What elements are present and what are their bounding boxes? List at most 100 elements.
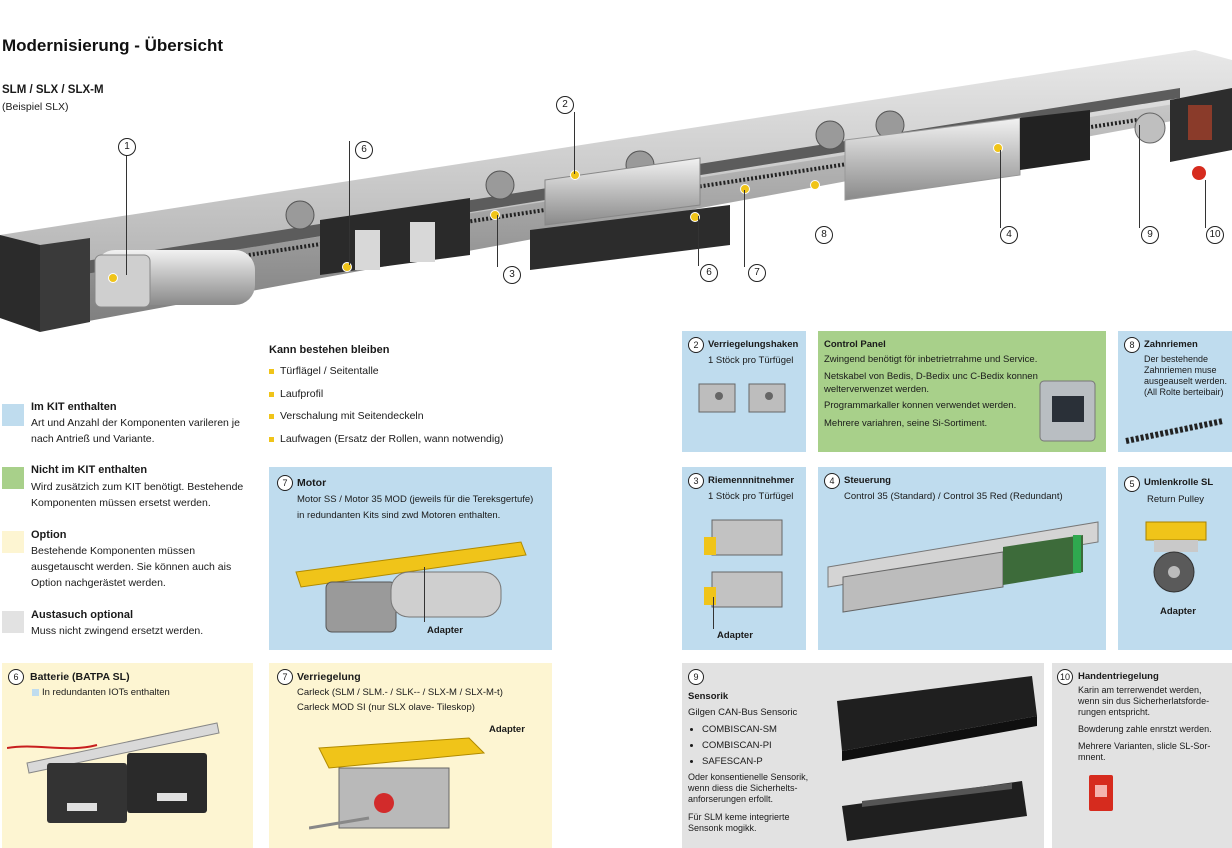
sensor-list-item: COMBISCAN-PI: [702, 738, 777, 754]
callout-10: 10: [1206, 226, 1224, 244]
marker-1: [108, 273, 118, 283]
panel-text-line: Bowderung zahle enrstzt werden.: [1078, 724, 1212, 734]
adapter-label: Adapter: [717, 630, 753, 641]
panel-text-line: Oder konsentienelle Sensorik,: [688, 772, 809, 782]
remain-item: Laufprofil: [269, 388, 323, 400]
panel-title: Riemennnitnehmer: [708, 475, 795, 486]
marker-6b: [690, 212, 700, 222]
panel-text-line: ausgeauselt werden.: [1144, 376, 1228, 386]
model-note: (Beispiel SLX): [2, 101, 69, 113]
sensor-list: COMBISCAN-SM COMBISCAN-PI SAFESCAN-P: [688, 722, 777, 770]
legend-title-optional: Austasuch optional: [31, 609, 134, 621]
sensor-list-item: SAFESCAN-P: [702, 754, 777, 770]
panel-title: Control Panel: [824, 339, 886, 350]
panel-text-line: Sensonk mogikk.: [688, 823, 757, 833]
panel-control-unit: 4 Steuerung Control 35 (Standard) / Cont…: [818, 467, 1106, 650]
belt-carrier-image: [704, 519, 783, 608]
callout-6a: 6: [355, 141, 373, 159]
panel-number: 4: [824, 473, 840, 489]
panel-text-line: Motor SS / Motor 35 MOD (jeweils für die…: [297, 494, 534, 505]
panel-locking: 7 Verriegelung Carleck (SLM / SLM.- / SL…: [269, 663, 552, 848]
callout-9: 9: [1141, 226, 1159, 244]
panel-title: Handentriegelung: [1078, 671, 1159, 682]
panel-manual-release: 10 Handentriegelung Karin am terrerwende…: [1052, 663, 1232, 848]
panel-title: Batterie (BATPA SL): [30, 671, 130, 683]
panel-control-panel: Control Panel Zwingend benötigt för inbe…: [818, 331, 1106, 452]
panel-title: Verriegelung: [297, 671, 361, 683]
callout-line-10: [1205, 180, 1206, 228]
adapter-label: Adapter: [489, 724, 525, 735]
callout-1: 1: [118, 138, 136, 156]
callout-line-3: [497, 215, 498, 267]
callout-line-9: [1139, 125, 1140, 228]
panel-number: 8: [1124, 337, 1140, 353]
panel-text-line: Programmarkaller konnen verwendet werden…: [824, 400, 1017, 411]
panel-title: Umlenkrolle SL: [1144, 477, 1214, 488]
panel-text-line: Zahnriemen muse: [1144, 365, 1217, 375]
model-label: SLM / SLX / SLX-M: [2, 84, 104, 96]
panel-text-line: Mehrere Varianten, slicle SL-Sor-: [1078, 741, 1211, 751]
adapter-line: [713, 597, 714, 629]
panel-number: 7: [277, 669, 293, 685]
panel-text-line: Carleck MOD SI (nur SLX olave- Tileskop): [297, 702, 475, 713]
panel-text-line: Zwingend benötigt för inbetrietrrahme un…: [824, 354, 1038, 365]
callout-8: 8: [815, 226, 833, 244]
legend-title-option: Option: [31, 529, 67, 541]
marker-4: [993, 143, 1003, 153]
callout-line-6a: [349, 141, 350, 265]
panel-title: Zahnriemen: [1144, 339, 1198, 350]
sensor-list-item: COMBISCAN-SM: [702, 722, 777, 738]
panel-text-line: wenn diess die Sicherhelts-: [688, 783, 798, 793]
panel-number: 9: [688, 669, 704, 685]
release-handle-image: [1089, 775, 1113, 811]
panel-text-line: mnent.: [1078, 752, 1106, 762]
legend-swatch-kit: [2, 404, 24, 426]
adapter-line: [424, 567, 425, 622]
panel-title: Steuerung: [844, 475, 891, 486]
legend-title-kit: Im KIT enthalten: [31, 401, 117, 413]
panel-text-line: rungen entspricht.: [1078, 707, 1151, 717]
panel-battery: 6 Batterie (BATPA SL) In redundanten IOT…: [2, 663, 253, 848]
panel-text-line: Control 35 (Standard) / Control 35 Red (…: [844, 491, 1063, 502]
motor-image: [295, 541, 527, 633]
remain-item: Verschalung mit Seitendeckeln: [269, 410, 424, 422]
panel-text-line: Return Pulley: [1147, 494, 1205, 505]
control-unit-image: [827, 521, 1099, 613]
panel-sensor: 9 Sensorik Gilgen CAN-Bus Sensoric COMBI…: [682, 663, 1044, 848]
panel-number: 7: [277, 475, 293, 491]
legend-swatch-option: [2, 531, 24, 553]
legend-desc-option: Bestehende Komponenten müssen ausgetausc…: [31, 545, 232, 589]
panel-number: 5: [1124, 476, 1140, 492]
callout-line-1: [126, 155, 127, 275]
callout-line-2: [574, 112, 575, 174]
panel-text-line: (All Rolte berteibair): [1144, 387, 1224, 397]
callout-3: 3: [503, 266, 521, 284]
marker-2: [570, 170, 580, 180]
callout-2: 2: [556, 96, 574, 114]
callout-6b: 6: [700, 264, 718, 282]
panel-number: 10: [1057, 669, 1073, 685]
control-panel-image: [1039, 380, 1096, 442]
legend-desc-kit: Art und Anzahl der Komponenten varileren…: [31, 417, 240, 445]
lock-image: [309, 737, 486, 830]
panel-text-line: 1 Stöck pro Türfügel: [708, 491, 794, 502]
battery-image: [7, 722, 220, 823]
marker-3: [490, 210, 500, 220]
adapter-label: Adapter: [1160, 606, 1196, 617]
kit-swatch: [32, 689, 39, 696]
panel-title: Motor: [297, 477, 327, 489]
panel-text-line: 1 Stöck pro Türfügel: [708, 355, 794, 366]
panel-number: 3: [688, 473, 704, 489]
panel-text-line: Carleck (SLM / SLM.- / SLK-- / SLX-M / S…: [297, 687, 503, 698]
legend-swatch-optional: [2, 611, 24, 633]
panel-motor: 7 Motor Motor SS / Motor 35 MOD (jeweils…: [269, 467, 552, 650]
legend-title-not-kit: Nicht im KIT enthalten: [31, 464, 148, 476]
marker-6a: [342, 262, 352, 272]
callout-line-7: [744, 190, 745, 267]
panel-hook: 2 Verriegelungshaken 1 Stöck pro Türfüge…: [682, 331, 806, 452]
panel-title: Verriegelungshaken: [708, 339, 799, 350]
sensor-image: [837, 676, 1037, 841]
remain-item: Laufwagen (Ersatz der Rollen, wann notwe…: [269, 433, 504, 445]
callout-line-4: [1000, 150, 1001, 228]
pulley-image: [1145, 521, 1207, 593]
